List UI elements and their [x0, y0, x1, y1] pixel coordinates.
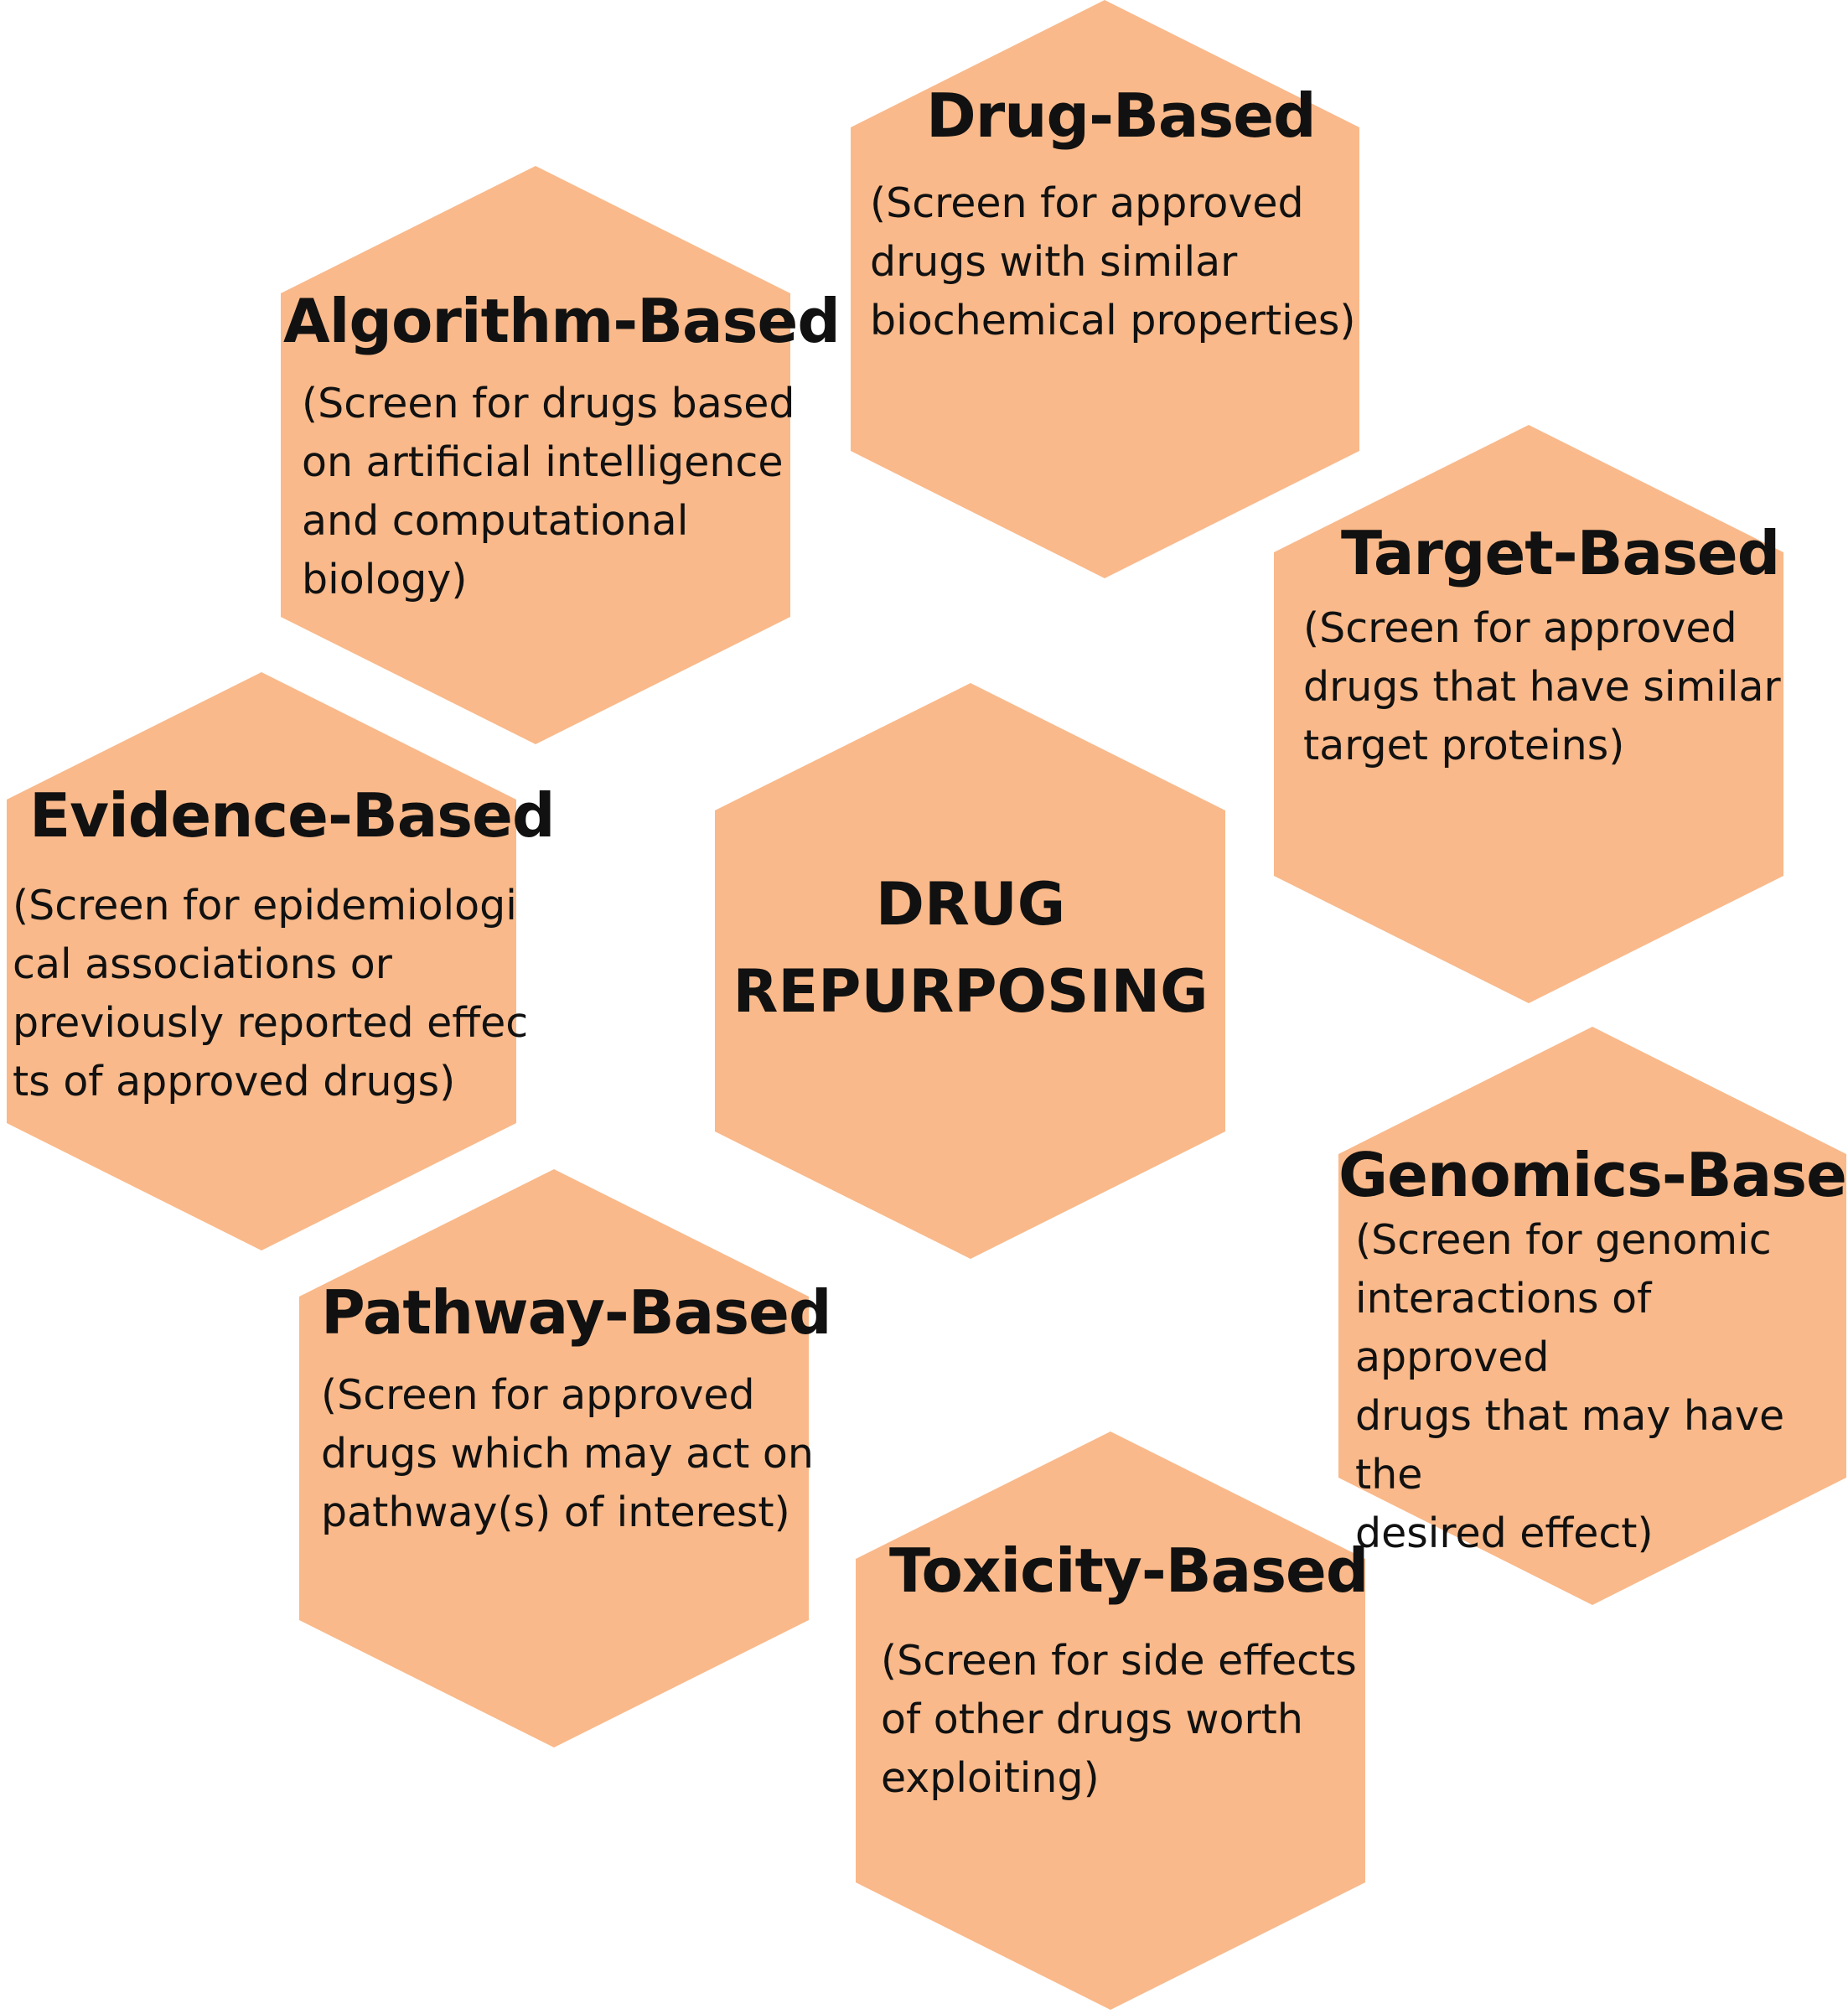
hexagon-genomics-based: [1338, 1027, 1846, 1605]
genomics-based-description: (Screen for genomic interactions of appr…: [1355, 1216, 1785, 1557]
drug-based-description: (Screen for approved drugs with similar …: [870, 179, 1356, 344]
evidence-based-title: Evidence-Based: [29, 780, 556, 851]
algorithm-based-title: Algorithm-Based: [283, 286, 841, 356]
hexagon-center: [715, 683, 1225, 1259]
toxicity-based-description: (Screen for side effects of other drugs …: [881, 1637, 1357, 1802]
pathway-based-title: Pathway-Based: [321, 1277, 831, 1348]
hexagon-pathway-based: [299, 1169, 809, 1747]
target-based-description: (Screen for approved drugs that have sim…: [1303, 604, 1781, 769]
evidence-based-description: (Screen for epidemiologi cal association…: [13, 882, 529, 1105]
hexagon-toxicity-based: [856, 1432, 1365, 2010]
center-title: DRUG REPURPOSING: [732, 870, 1209, 1026]
algorithm-based-description: (Screen for drugs based on artificial in…: [302, 380, 795, 603]
drug-based-title: Drug-Based: [926, 80, 1317, 151]
toxicity-based-title: Toxicity-Based: [889, 1535, 1369, 1606]
hexagon-algorithm-based: [281, 166, 790, 744]
target-based-title: Target-Based: [1341, 518, 1780, 588]
pathway-based-description: (Screen for approved drugs which may act…: [321, 1371, 814, 1536]
hexagon-drug-based: [851, 0, 1359, 578]
hexagon-evidence-based: [7, 672, 516, 1250]
hexagon-target-based: [1274, 425, 1783, 1003]
genomics-based-title: Genomics-Based: [1338, 1140, 1848, 1210]
